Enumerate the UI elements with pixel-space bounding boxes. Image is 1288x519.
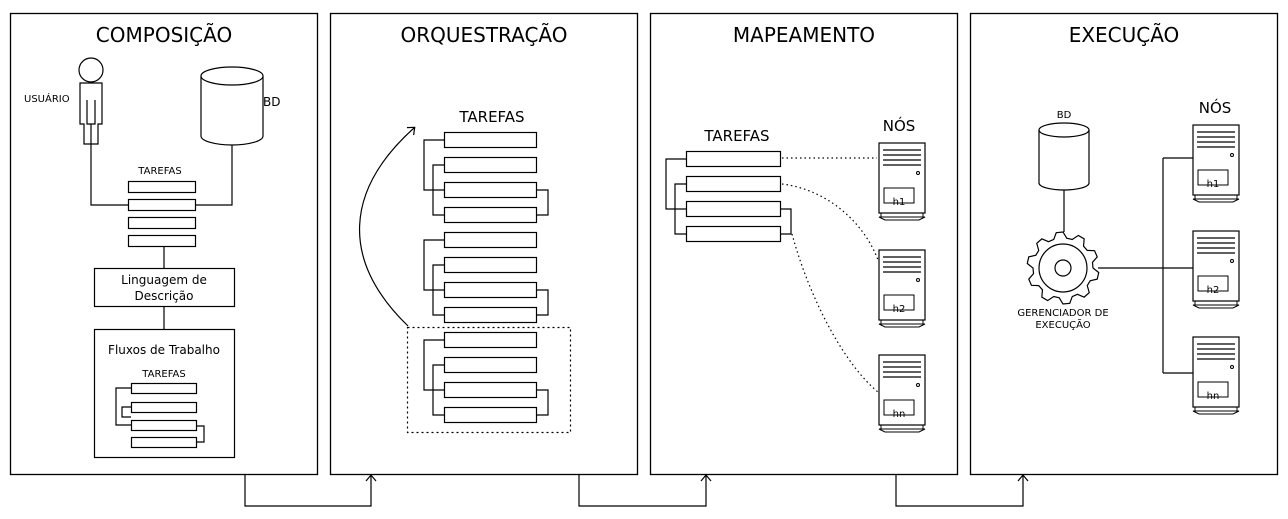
database-icon xyxy=(1038,122,1090,191)
usuario-label: USUÁRIO xyxy=(24,92,70,105)
task-box xyxy=(443,281,538,299)
title-orquestracao: ORQUESTRAÇÃO xyxy=(400,23,567,47)
title-mapeamento: MAPEAMENTO xyxy=(733,23,875,47)
gear-icon xyxy=(1026,231,1100,305)
panel-connectors xyxy=(244,474,1029,507)
panel-execucao xyxy=(969,12,1279,476)
exec-node-hn: hn xyxy=(1207,391,1220,402)
task-box xyxy=(443,331,538,349)
connector-3-4 xyxy=(895,474,1029,507)
task-box xyxy=(127,216,197,230)
linguagem-line1: Linguagem de xyxy=(121,273,207,287)
map-nos-label: NÓS xyxy=(883,116,916,135)
server-icon xyxy=(1192,230,1240,309)
fluxos-tarefas-label: TAREFAS xyxy=(141,369,185,380)
server-icon xyxy=(878,249,926,328)
mapeamento-content xyxy=(665,142,926,433)
title-composicao: COMPOSIÇÃO xyxy=(96,23,232,47)
task-box xyxy=(443,206,538,224)
map-line-h2 xyxy=(781,183,879,261)
exec-node-h2: h2 xyxy=(1207,285,1220,296)
task-box xyxy=(127,198,197,212)
server-icon xyxy=(878,354,926,433)
gerenciador-line2: EXECUÇÃO xyxy=(1035,318,1090,331)
composicao-content xyxy=(78,57,264,459)
map-tarefas-label: TAREFAS xyxy=(703,127,769,145)
panel-orquestracao xyxy=(329,12,639,476)
task-box xyxy=(127,234,197,248)
task-box xyxy=(443,356,538,374)
execucao-content xyxy=(1026,122,1240,415)
exec-node-h1: h1 xyxy=(1207,179,1220,190)
task-box xyxy=(127,180,197,194)
user-icon xyxy=(78,57,104,145)
task-box xyxy=(443,156,538,174)
orq-tarefas-label: TAREFAS xyxy=(458,108,524,126)
selection-box xyxy=(406,326,572,434)
gerenciador-line1: GERENCIADOR DE xyxy=(1017,308,1108,319)
panel-mapeamento xyxy=(649,12,959,476)
task-box xyxy=(685,150,782,168)
task-box xyxy=(685,175,782,193)
reorder-arrow xyxy=(358,126,416,327)
task-box xyxy=(443,131,538,149)
exec-bd-label: BD xyxy=(1057,110,1072,121)
server-icon xyxy=(878,142,926,221)
tarefas-label: TAREFAS xyxy=(137,166,181,177)
map-node-h1: h1 xyxy=(893,197,906,208)
fluxos-label: Fluxos de Trabalho xyxy=(108,343,220,357)
map-line-hn xyxy=(791,233,879,393)
connector-2-3 xyxy=(578,474,712,507)
exec-nos-label: NÓS xyxy=(1199,98,1232,117)
linguagem-box xyxy=(93,267,236,308)
database-icon xyxy=(200,66,264,146)
task-box xyxy=(685,200,782,218)
task-box xyxy=(443,256,538,274)
bd-label: BD xyxy=(263,95,280,109)
server-icon xyxy=(1192,124,1240,203)
task-box xyxy=(443,406,538,424)
task-box xyxy=(443,381,538,399)
task-box xyxy=(685,225,782,243)
task-box xyxy=(443,181,538,199)
orquestracao-content xyxy=(358,126,572,434)
linguagem-line2: Descrição xyxy=(134,289,193,303)
task-box xyxy=(443,306,538,324)
task-box xyxy=(443,231,538,249)
title-execucao: EXECUÇÃO xyxy=(1069,23,1180,47)
map-node-hn: hn xyxy=(893,409,906,420)
panel-composicao xyxy=(9,12,319,476)
connector-1-2 xyxy=(244,474,377,507)
map-node-h2: h2 xyxy=(893,304,906,315)
server-icon xyxy=(1192,336,1240,415)
